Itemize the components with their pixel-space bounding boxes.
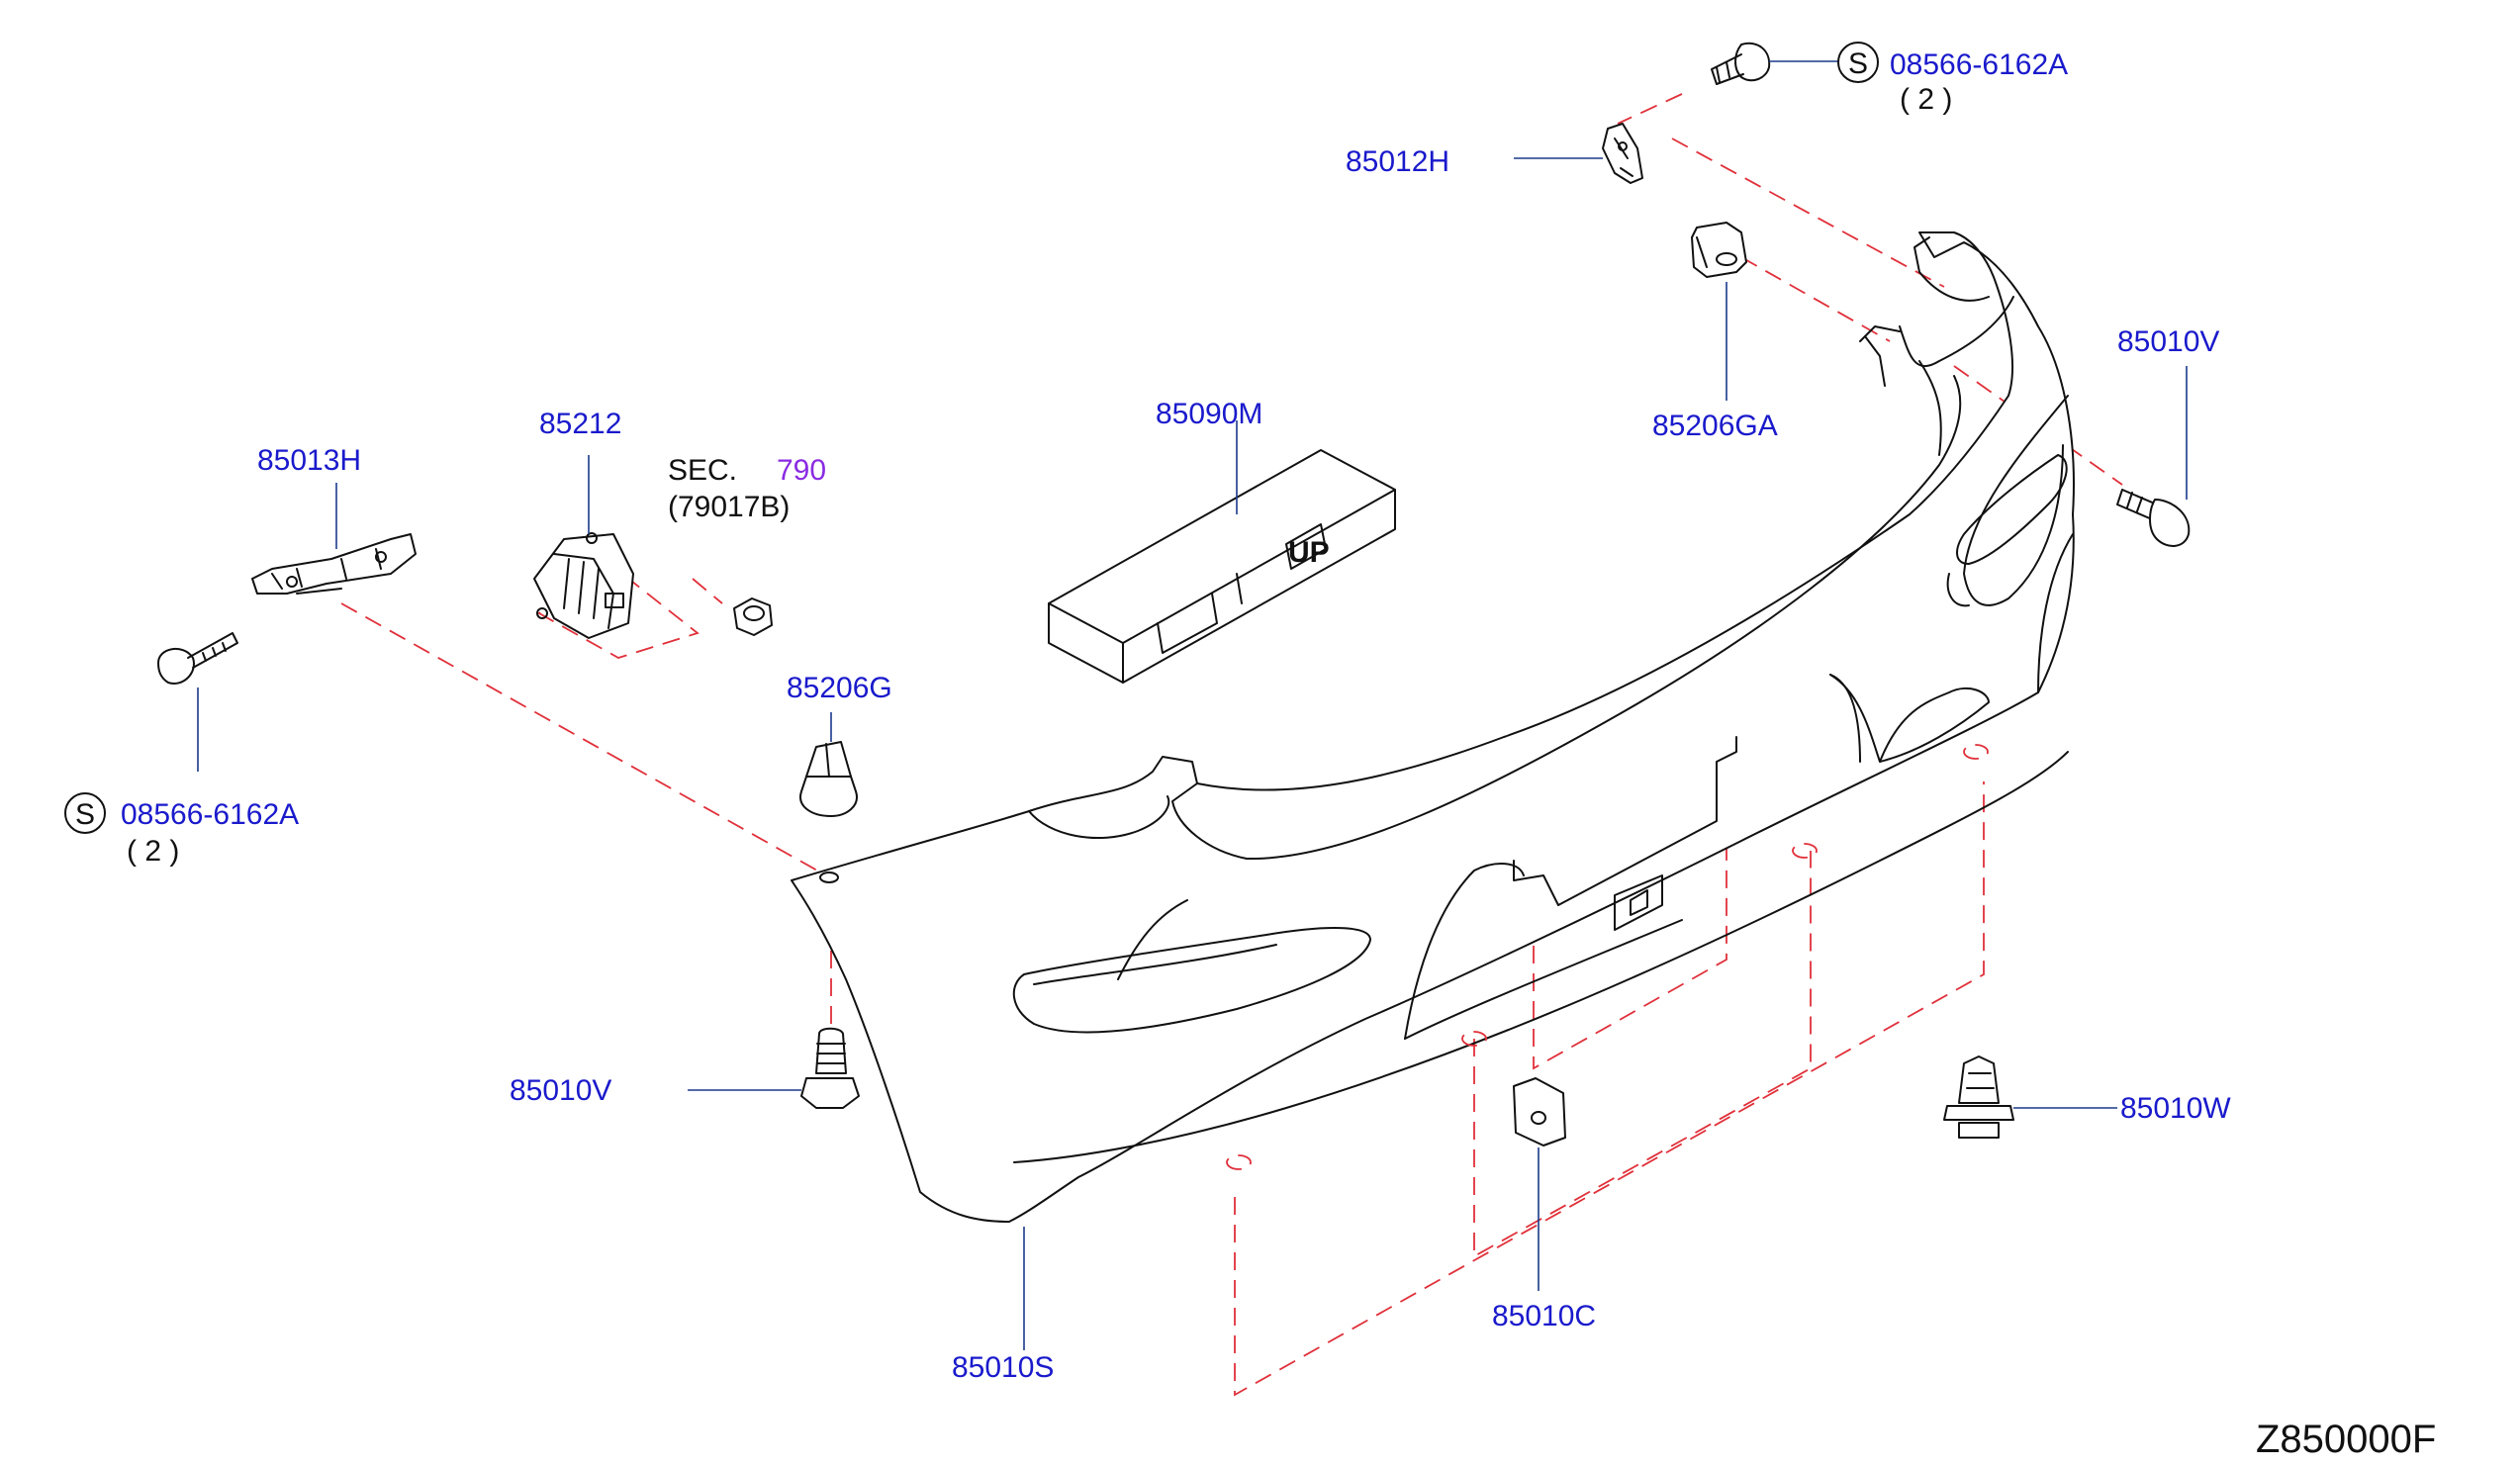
- leader-lines: [197, 60, 2188, 1350]
- svg-text:S: S: [75, 798, 95, 831]
- label-85010v-right: 85010V: [2117, 325, 2219, 358]
- bumper-fascia: [791, 231, 2075, 1223]
- label-85090m: 85090M: [1156, 398, 1262, 430]
- label-08566-left: 08566-6162A: [121, 798, 299, 831]
- bumper-absorber-85090m: UP: [1048, 449, 1396, 684]
- label-85206g: 85206G: [787, 672, 892, 704]
- clip-85206g: [799, 741, 858, 817]
- part-labels: 85012H 08566-6162A ( 2 ) 85206GA 85010V …: [121, 48, 2436, 1461]
- label-sec-number: 790: [777, 454, 826, 487]
- s-symbol-top: S: [1837, 42, 1879, 83]
- label-08566-top-qty: ( 2 ): [1900, 83, 1952, 116]
- label-85013h: 85013H: [257, 444, 361, 477]
- label-85010s: 85010S: [952, 1351, 1054, 1384]
- up-mark: UP: [1288, 536, 1330, 569]
- clip-85206ga: [1691, 222, 1747, 278]
- screw-left-85010v: [800, 1027, 860, 1109]
- diagram-code: Z850000F: [2256, 1418, 2436, 1461]
- svg-text:S: S: [1848, 47, 1868, 80]
- s-symbol-left: S: [64, 792, 106, 834]
- screw-top-08566: [1711, 42, 1771, 85]
- label-sec-prefix: SEC.: [668, 454, 737, 487]
- label-sec-ref: (79017B): [668, 491, 790, 523]
- screw-left-08566: [157, 632, 238, 685]
- connector-85212: [533, 532, 634, 639]
- label-85010w: 85010W: [2120, 1092, 2231, 1125]
- label-85010c: 85010C: [1492, 1300, 1596, 1332]
- clip-85010w: [1943, 1055, 2014, 1139]
- nut-790: [733, 597, 773, 636]
- label-08566-left-qty: ( 2 ): [127, 835, 179, 868]
- bracket-85012h: [1602, 123, 1643, 184]
- label-85010v-left: 85010V: [510, 1074, 611, 1107]
- label-85206ga: 85206GA: [1652, 410, 1778, 442]
- screw-right-85010v: [2116, 489, 2191, 547]
- clip-85010c: [1513, 1077, 1566, 1147]
- label-08566-top: 08566-6162A: [1890, 48, 2068, 81]
- label-85012h: 85012H: [1346, 145, 1449, 178]
- label-85212: 85212: [539, 408, 621, 440]
- bracket-85013h: [251, 533, 417, 595]
